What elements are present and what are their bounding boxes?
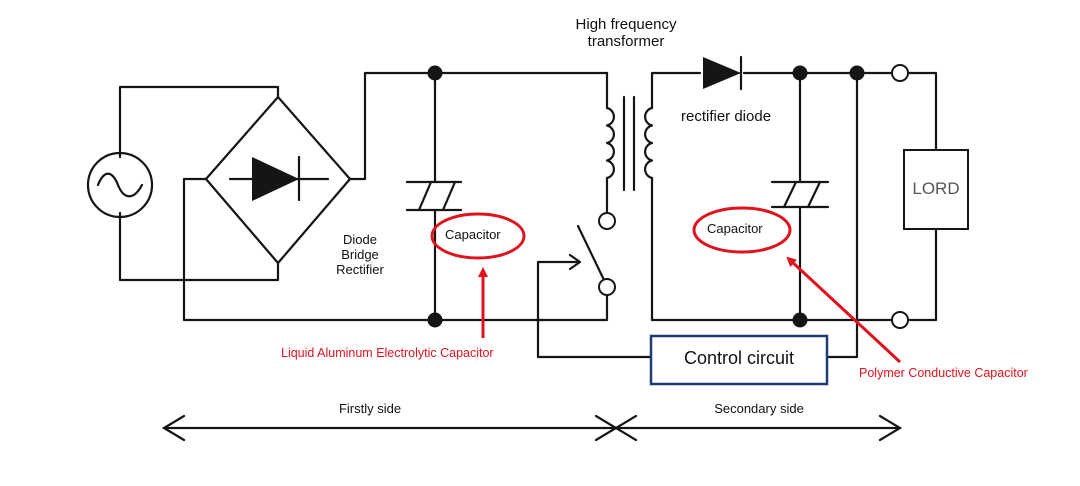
- junction-dot: [792, 312, 808, 328]
- switch-icon: [576, 224, 606, 282]
- primary-coil: [605, 106, 615, 180]
- ac-source-wire-top: [118, 85, 280, 159]
- transformer-label: High frequency transformer: [556, 16, 696, 51]
- primary-capacitor-label: Capacitor: [445, 227, 501, 242]
- primary-capacitor-hatch: [417, 180, 457, 212]
- control-to-switch-wire: [536, 260, 652, 359]
- ac-source-icon: [86, 151, 154, 219]
- output-terminal-top: [891, 64, 909, 82]
- control-circuit-label: Control circuit: [683, 348, 795, 368]
- load-wire-top: [906, 71, 938, 152]
- control-circuit-box: [649, 334, 829, 386]
- bridge-label-line2: Bridge: [341, 246, 379, 262]
- primary-side-arrow-icon: [161, 414, 619, 442]
- junction-dot: [427, 312, 443, 328]
- liquid-capacitor-label: Liquid Aluminum Electrolytic Capacitor: [281, 346, 494, 360]
- secondary-winding-lead-bottom: [650, 176, 894, 322]
- rectifier-diode-icon: [703, 57, 741, 89]
- diode-icon: [252, 157, 299, 201]
- junction-dot: [849, 65, 865, 81]
- bridge-label-line3: Rectifier: [336, 261, 384, 277]
- switch-terminal-top: [598, 212, 616, 230]
- switch-arrow-icon: [568, 253, 582, 271]
- load-wire-bottom: [906, 227, 938, 322]
- primary-side-label: Firstly side: [338, 401, 402, 416]
- polymer-capacitor-label: Polymer Conductive Capacitor: [859, 366, 1028, 380]
- secondary-capacitor-label: Capacitor: [707, 221, 763, 236]
- bridge-rectifier-label: Diode Bridge Rectifier: [322, 232, 398, 278]
- secondary-capacitor-hatch: [782, 180, 822, 209]
- secondary-side-arrow-icon: [613, 414, 903, 442]
- junction-dot: [427, 65, 443, 81]
- secondary-capacitor-plates: [770, 180, 830, 209]
- secondary-side-label: Secondary side: [714, 401, 804, 416]
- load-box: [903, 149, 969, 230]
- secondary-capacitor-highlight: [692, 206, 792, 254]
- secondary-winding-lead-top: [650, 71, 702, 110]
- switch-terminal-bottom: [598, 278, 616, 296]
- ac-source-wave: [96, 172, 144, 198]
- ac-source-wire-bottom: [118, 211, 280, 282]
- transformer-label-line1: High frequency: [575, 16, 677, 33]
- secondary-coil: [644, 106, 654, 180]
- primary-capacitor-highlight: [430, 212, 526, 260]
- junction-dot: [792, 65, 808, 81]
- transformer-label-line2: transformer: [587, 33, 665, 51]
- diode-bridge: [204, 95, 352, 265]
- load-label: LORD: [912, 179, 960, 198]
- rectifier-diode-label: rectifier diode: [681, 108, 772, 125]
- feedback-wire: [825, 71, 859, 359]
- primary-capacitor-plates: [405, 180, 463, 212]
- bridge-output-positive: [348, 71, 609, 181]
- bridge-label-line1: Diode: [343, 232, 377, 247]
- bridge-output-negative: [182, 177, 609, 322]
- secondary-capacitor-arrow-icon: [786, 256, 902, 364]
- output-terminal-bottom: [891, 311, 909, 329]
